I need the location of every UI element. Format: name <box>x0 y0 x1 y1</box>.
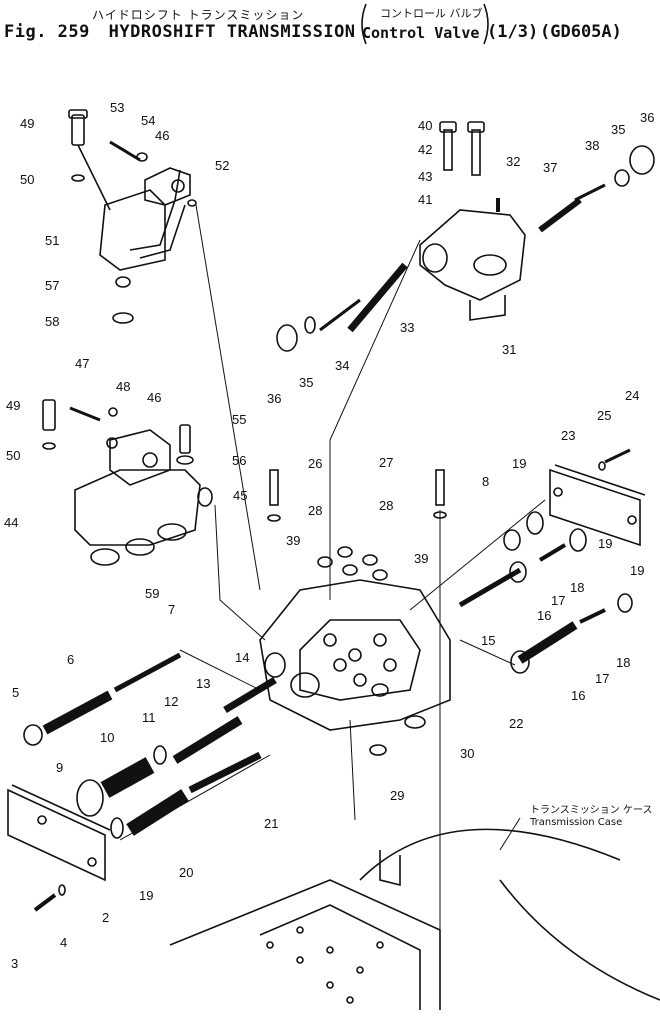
figure-header: ハイドロシフト トランスミッション コントロール バルブ Fig. 259 HY… <box>0 0 660 60</box>
bracket-51-drawing <box>68 109 197 324</box>
callout-23: 23 <box>561 428 575 443</box>
callout-40: 40 <box>418 118 432 133</box>
callout-45: 45 <box>233 488 247 503</box>
callout-19d: 19 <box>139 888 153 903</box>
page-indicator: (1/3) <box>487 22 539 42</box>
callout-labels: 49 53 54 46 50 52 51 57 58 40 42 43 41 3… <box>4 100 654 971</box>
callout-50: 50 <box>20 172 34 187</box>
bracket-left <box>361 3 367 45</box>
callout-30: 30 <box>460 746 474 761</box>
callout-36b: 36 <box>267 391 281 406</box>
callout-21: 21 <box>264 816 278 831</box>
callout-51: 51 <box>45 233 59 248</box>
transmission-case-label: トランスミッション ケース Transmission Case <box>530 805 652 829</box>
model-code: (GD605A) <box>540 22 622 42</box>
callout-13: 13 <box>196 676 210 691</box>
callout-33: 33 <box>400 320 414 335</box>
callout-2: 2 <box>102 910 109 925</box>
callout-6: 6 <box>67 652 74 667</box>
callout-34: 34 <box>335 358 349 373</box>
callout-47: 47 <box>75 356 89 371</box>
callout-56: 56 <box>232 453 246 468</box>
callout-59: 59 <box>145 586 159 601</box>
callout-26: 26 <box>308 456 322 471</box>
callout-39b: 39 <box>414 551 428 566</box>
figure-title: HYDROSHIFT TRANSMISSION <box>108 22 356 42</box>
callout-19a: 19 <box>512 456 526 471</box>
callout-35b: 35 <box>299 375 313 390</box>
callout-16b: 16 <box>571 688 585 703</box>
callout-50b: 50 <box>6 448 20 463</box>
case-label-japanese: トランスミッション ケース <box>530 805 653 816</box>
callout-52: 52 <box>215 158 229 173</box>
callout-54: 54 <box>141 113 155 128</box>
callout-4: 4 <box>60 935 67 950</box>
callout-5: 5 <box>12 685 19 700</box>
callout-15: 15 <box>481 633 495 648</box>
callout-55: 55 <box>232 412 246 427</box>
callout-43: 43 <box>418 169 432 184</box>
bracket-right <box>483 3 489 45</box>
valve-body-31-drawing <box>276 121 655 352</box>
case-label-english: Transmission Case <box>530 817 623 828</box>
callout-19c: 19 <box>630 563 644 578</box>
callout-22: 22 <box>509 716 523 731</box>
callout-12: 12 <box>164 694 178 709</box>
callout-49: 49 <box>20 116 34 131</box>
callout-46: 46 <box>155 128 169 143</box>
callout-48: 48 <box>116 379 130 394</box>
callout-20: 20 <box>179 865 193 880</box>
left-lower-parts-drawing <box>7 652 277 912</box>
callout-36: 36 <box>640 110 654 125</box>
callout-28b: 28 <box>379 498 393 513</box>
callout-11: 11 <box>142 710 156 725</box>
callout-18: 18 <box>570 580 584 595</box>
callout-31: 31 <box>502 342 516 357</box>
callout-17b: 17 <box>595 671 609 686</box>
callout-14: 14 <box>235 650 249 665</box>
subtitle-japanese: コントロール バルブ <box>380 7 483 20</box>
callout-24: 24 <box>625 388 639 403</box>
callout-42: 42 <box>418 142 432 157</box>
callout-35: 35 <box>611 122 625 137</box>
leader-lines <box>119 204 546 940</box>
callout-17: 17 <box>551 593 565 608</box>
callout-39: 39 <box>286 533 300 548</box>
callout-29: 29 <box>390 788 404 803</box>
callout-49b: 49 <box>6 398 20 413</box>
figure-subtitle: Control Valve <box>362 24 480 42</box>
callout-44: 44 <box>4 515 18 530</box>
figure-number: Fig. 259 <box>4 22 90 42</box>
callout-58: 58 <box>45 314 59 329</box>
callout-8: 8 <box>482 474 489 489</box>
title-english: Fig. 259 HYDROSHIFT TRANSMISSION <box>4 22 356 42</box>
callout-57: 57 <box>45 278 59 293</box>
title-japanese: ハイドロシフト トランスミッション <box>92 8 305 22</box>
callout-37: 37 <box>543 160 557 175</box>
transmission-case-drawing <box>169 828 660 1010</box>
callout-53: 53 <box>110 100 124 115</box>
callout-18b: 18 <box>616 655 630 670</box>
callout-9: 9 <box>56 760 63 775</box>
right-side-parts-drawing <box>369 448 646 756</box>
callout-27: 27 <box>379 455 393 470</box>
bracket-44-drawing <box>42 399 213 566</box>
callout-3: 3 <box>11 956 18 971</box>
callout-32: 32 <box>506 154 520 169</box>
callout-41: 41 <box>418 192 432 207</box>
callout-19b: 19 <box>598 536 612 551</box>
callout-28: 28 <box>308 503 322 518</box>
callout-38: 38 <box>585 138 599 153</box>
callout-46b: 46 <box>147 390 161 405</box>
callout-7: 7 <box>168 602 175 617</box>
callout-25: 25 <box>597 408 611 423</box>
callout-16: 16 <box>537 608 551 623</box>
callout-10: 10 <box>100 730 114 745</box>
